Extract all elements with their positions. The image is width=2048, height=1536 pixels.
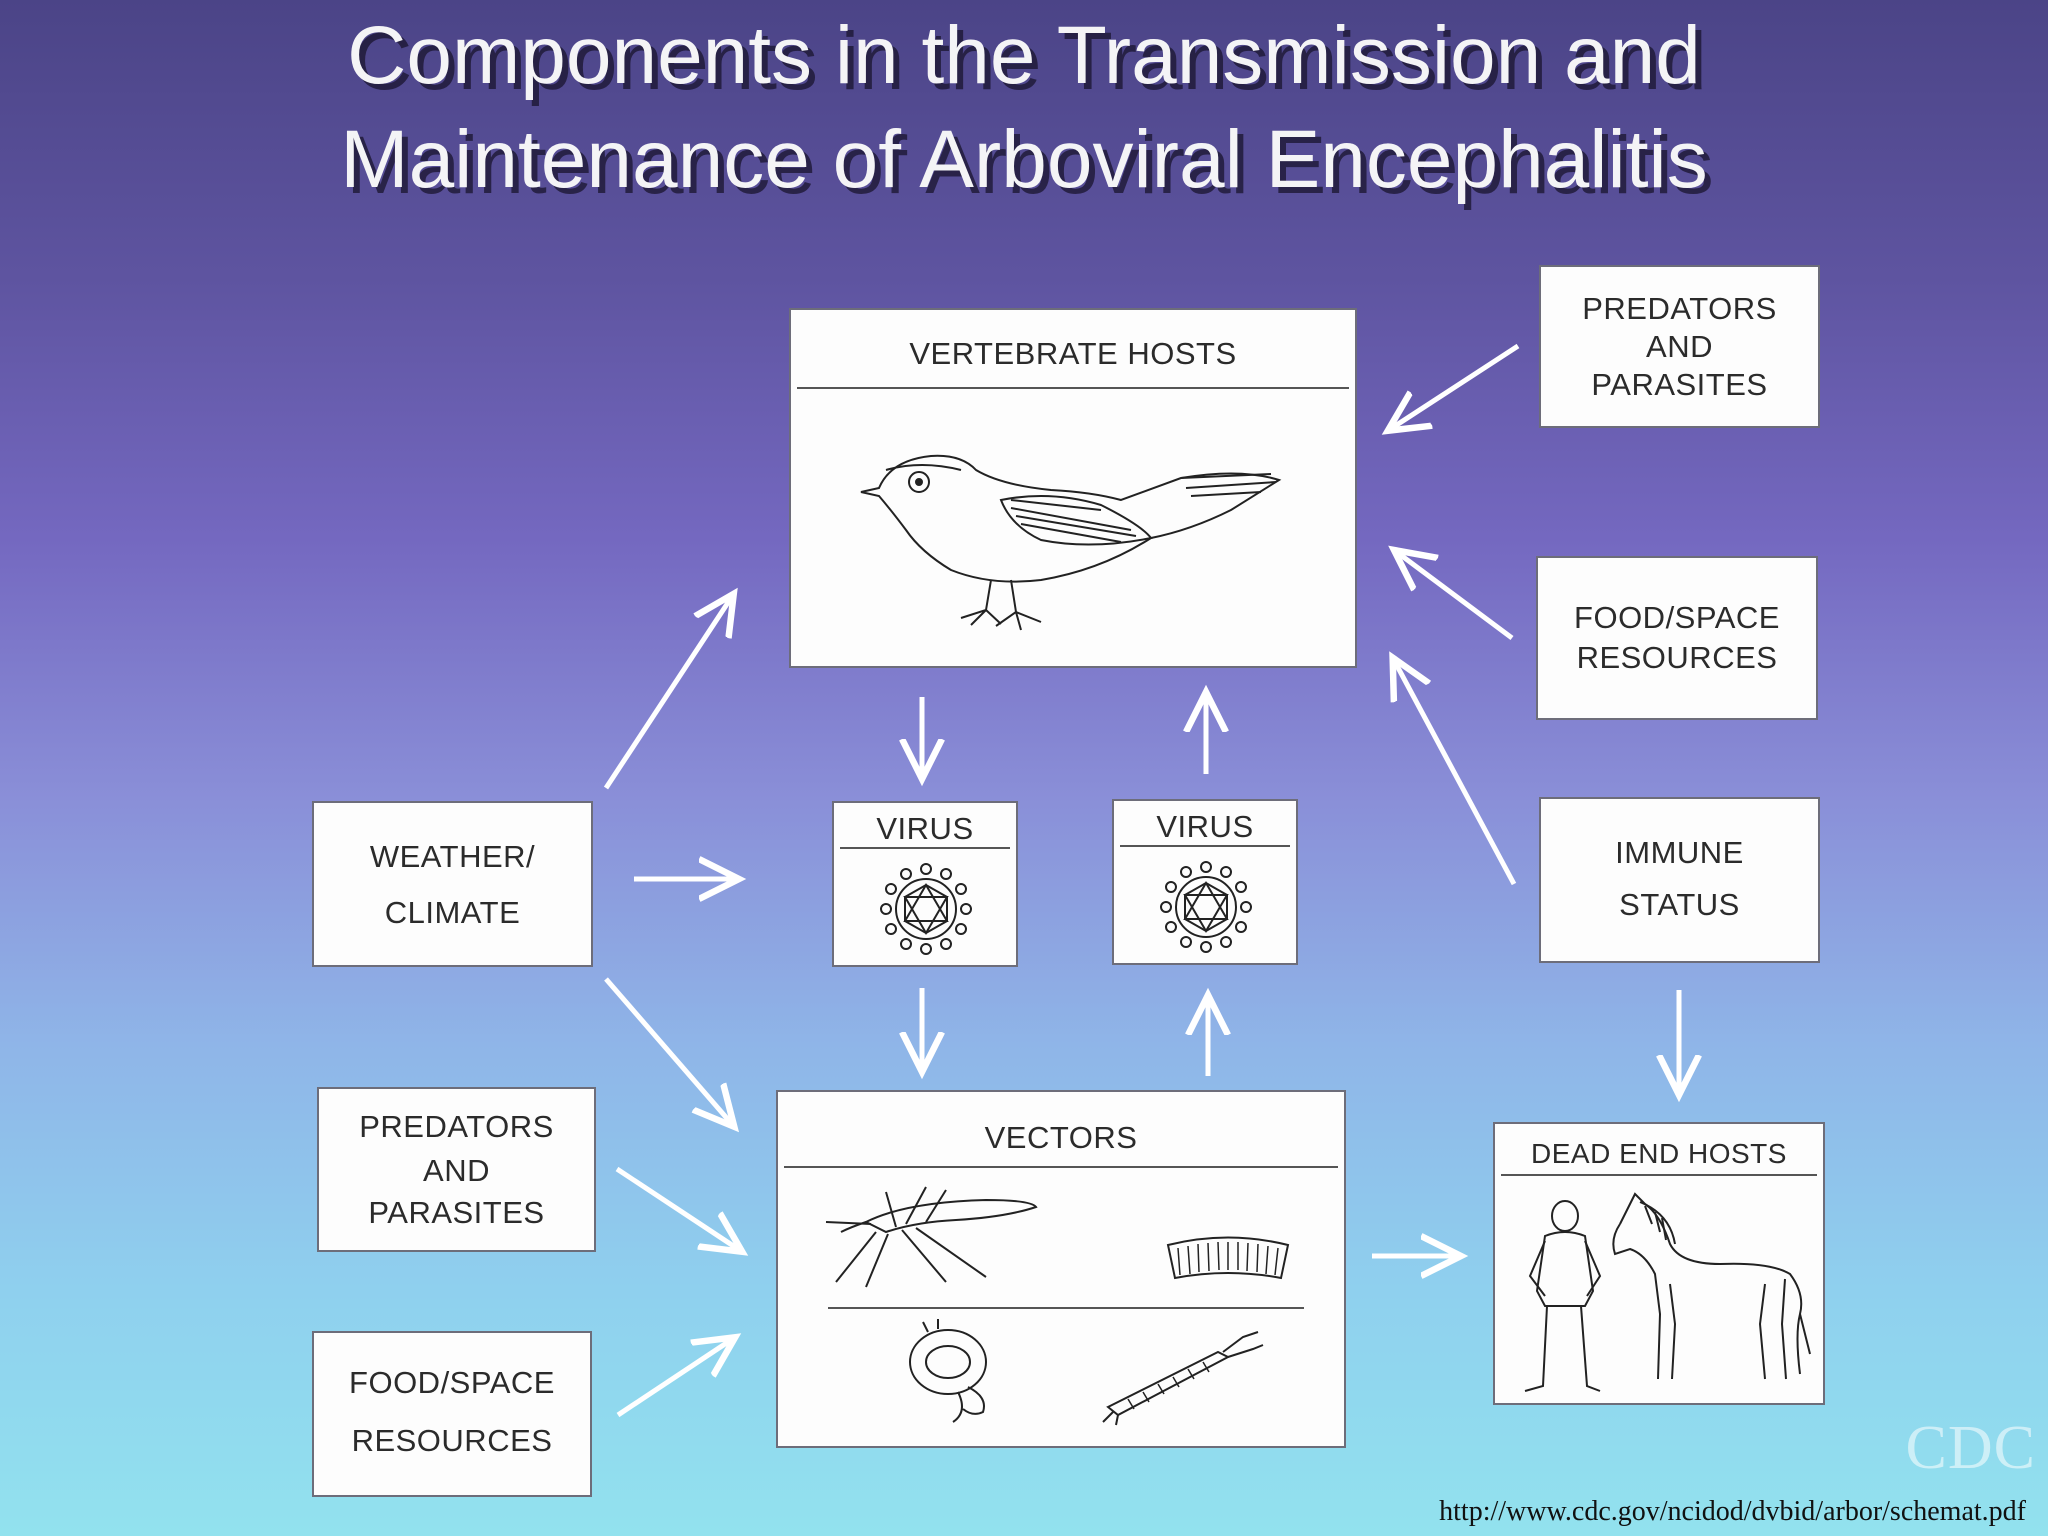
virus-label-left: VIRUS xyxy=(876,811,974,846)
header-divider xyxy=(1501,1174,1817,1176)
vertebrate-hosts-box: VERTEBRATE HOSTS xyxy=(789,308,1357,668)
predators-label: PREDATORS xyxy=(1582,291,1777,326)
human-illustration xyxy=(1524,1200,1602,1392)
source-url: http://www.cdc.gov/ncidod/dvbid/arbor/sc… xyxy=(1439,1496,2026,1527)
dead-end-hosts-label: DEAD END HOSTS xyxy=(1531,1138,1787,1169)
cdc-watermark: CDC xyxy=(1905,1414,2036,1482)
and-label: AND xyxy=(1646,329,1713,364)
page-title: Components in the Transmission and Maint… xyxy=(0,0,2048,212)
food-space-resources-box-top: FOOD/SPACE RESOURCES xyxy=(1536,556,1818,720)
parasites-label: PARASITES xyxy=(1591,367,1768,402)
header-divider xyxy=(784,1166,1338,1168)
immune-label: IMMUNE xyxy=(1615,835,1744,870)
arrow-weather-to-vectors xyxy=(604,977,731,1123)
dead-end-hosts-box: DEAD END HOSTS xyxy=(1493,1122,1825,1405)
vectors-box: VECTORS xyxy=(776,1090,1346,1448)
arrow-predators-to-vectors xyxy=(615,1166,738,1249)
arrow-immune-to-hosts xyxy=(1395,662,1517,886)
arrow-weather-to-hosts xyxy=(603,598,731,790)
section-divider xyxy=(828,1307,1304,1309)
header-divider xyxy=(1120,845,1290,847)
title-line-2: Maintenance of Arboviral Encephalitis xyxy=(340,114,1708,205)
larva-illustration xyxy=(1102,1331,1264,1426)
arrow-food-to-hosts xyxy=(1398,553,1514,641)
horse-illustration xyxy=(1612,1192,1811,1380)
predators-parasites-box-top: PREDATORS AND PARASITES xyxy=(1539,265,1820,428)
food-space-label: FOOD/SPACE xyxy=(349,1365,555,1400)
status-label: STATUS xyxy=(1619,887,1740,922)
food-space-resources-box-bottom: FOOD/SPACE RESOURCES xyxy=(312,1331,592,1497)
title-line-1: Components in the Transmission and xyxy=(347,10,1701,101)
virus-icon xyxy=(1160,861,1252,953)
immune-status-box: IMMUNE STATUS xyxy=(1539,797,1820,963)
virus-box-right: VIRUS xyxy=(1112,799,1298,965)
virus-label-right: VIRUS xyxy=(1156,809,1254,844)
weather-climate-box: WEATHER/ CLIMATE xyxy=(312,801,593,967)
climate-label: CLIMATE xyxy=(384,895,521,930)
parasites-label: PARASITES xyxy=(368,1195,545,1230)
resources-label: RESOURCES xyxy=(1576,640,1778,675)
pupa-illustration xyxy=(909,1319,987,1423)
header-divider xyxy=(797,387,1349,389)
arrow-predators-to-hosts xyxy=(1392,343,1520,428)
predators-label: PREDATORS xyxy=(359,1109,554,1144)
arrow-food-to-vectors xyxy=(616,1340,731,1418)
food-space-label: FOOD/SPACE xyxy=(1574,600,1780,635)
mosquito-illustration xyxy=(825,1186,1038,1288)
and-label: AND xyxy=(423,1153,490,1188)
virus-icon xyxy=(880,863,972,955)
vertebrate-hosts-label: VERTEBRATE HOSTS xyxy=(909,336,1237,371)
virus-box-left: VIRUS xyxy=(832,801,1018,967)
egg-raft-illustration xyxy=(1166,1236,1290,1280)
header-divider xyxy=(840,847,1010,849)
vectors-label: VECTORS xyxy=(984,1120,1138,1155)
resources-label: RESOURCES xyxy=(351,1423,553,1458)
bird-illustration xyxy=(860,454,1282,631)
weather-label: WEATHER/ xyxy=(369,839,536,874)
predators-parasites-box-bottom: PREDATORS AND PARASITES xyxy=(317,1087,596,1252)
